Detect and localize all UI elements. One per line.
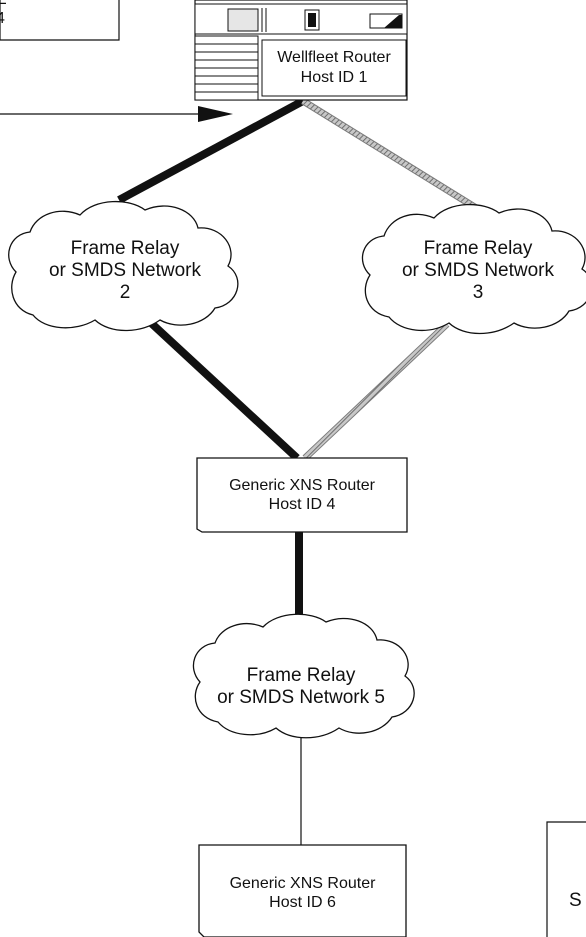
router-6-box bbox=[198, 844, 407, 937]
wellfleet-router-label: Wellfleet Router Host ID 1 bbox=[277, 49, 391, 86]
arrow-head bbox=[198, 106, 233, 122]
link-wellfleet-cloud2 bbox=[117, 97, 305, 204]
partial-label-bottom-right: S bbox=[569, 890, 582, 911]
link-cloud3-router4-hatch bbox=[303, 322, 449, 460]
router-4-label: Generic XNS Router Host ID 4 bbox=[229, 477, 375, 513]
link-cloud2-router4 bbox=[147, 319, 300, 461]
cloud-5-label: Frame Relay or SMDS Network 5 bbox=[217, 665, 385, 708]
cloud-network-5-icon bbox=[192, 613, 415, 739]
link-wellfleet-cloud3-hatch bbox=[301, 98, 488, 217]
router-4-box bbox=[196, 457, 408, 533]
wellfleet-router-icon bbox=[194, 0, 408, 101]
partial-box-top-left bbox=[0, 0, 120, 41]
router-6-label: Generic XNS Router Host ID 6 bbox=[229, 875, 376, 911]
cloud-2-label: Frame Relay or SMDS Network 2 bbox=[48, 238, 202, 303]
cloud-network-2-icon bbox=[8, 200, 239, 332]
partial-box-bottom-right bbox=[546, 821, 586, 937]
cloud-3-label: Frame Relay or SMDS Network 3 bbox=[401, 238, 555, 303]
partial-label-top-left: E 4 bbox=[0, 0, 7, 27]
cloud-network-3-icon bbox=[361, 203, 586, 335]
